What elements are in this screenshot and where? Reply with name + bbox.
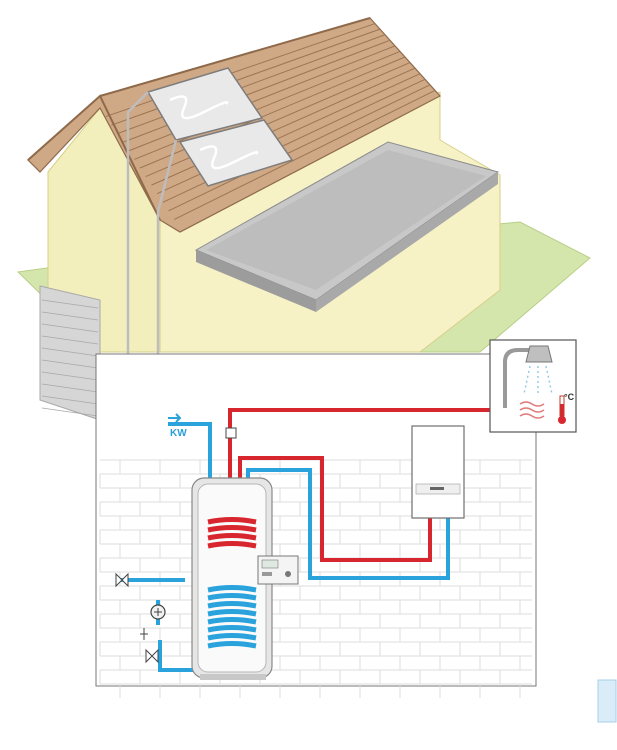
coil-winding xyxy=(207,609,257,617)
coil-winding xyxy=(207,641,257,649)
decorative-line xyxy=(41,299,99,309)
shower-inset: °C xyxy=(489,339,577,433)
decorative-line xyxy=(41,335,99,345)
decorative-line xyxy=(168,84,431,212)
cold-water-inlet: KW xyxy=(168,413,187,439)
valve-icon xyxy=(145,648,159,664)
coil-winding xyxy=(207,593,257,601)
decorative-line xyxy=(105,23,376,118)
coil-winding xyxy=(207,625,257,633)
decorative-line xyxy=(134,50,401,160)
decorative-line xyxy=(41,347,99,357)
house xyxy=(16,17,591,582)
hot-water-coil xyxy=(207,517,257,549)
decorative-line xyxy=(174,89,436,220)
decorative-line xyxy=(41,359,99,369)
cold-water-label: KW xyxy=(170,428,187,439)
coil-winding xyxy=(207,633,257,641)
coil-winding xyxy=(207,601,257,609)
solar-panel-bottom xyxy=(178,119,294,187)
shower-pipe xyxy=(503,348,536,408)
solar-controller xyxy=(257,555,299,585)
gas-boiler xyxy=(411,425,465,519)
coil-winding xyxy=(207,617,257,625)
solar-panel-top xyxy=(146,67,264,141)
mixing-valve-icon xyxy=(225,427,237,439)
thermometer-icon xyxy=(558,395,566,424)
coil-winding xyxy=(207,525,257,533)
expansion-valve-icon xyxy=(140,628,148,640)
coil-winding xyxy=(207,541,257,549)
flat-roof xyxy=(194,141,500,312)
basement-bricks xyxy=(39,285,101,421)
coil-winding xyxy=(207,585,257,593)
valve-icon xyxy=(115,572,129,588)
solar-heat-exchanger-coil xyxy=(207,585,257,649)
decorative-line xyxy=(41,311,99,321)
decorative-line xyxy=(41,371,99,381)
decorative-line xyxy=(41,395,99,405)
decorative-line xyxy=(41,383,99,393)
decorative-line xyxy=(111,28,381,126)
coil-winding xyxy=(207,517,257,525)
solar-collectors xyxy=(146,67,294,187)
coil-winding xyxy=(207,533,257,541)
storage-tank xyxy=(191,477,273,680)
decorative-line xyxy=(41,323,99,333)
decorative-line xyxy=(41,407,99,417)
arrow-right-icon xyxy=(168,413,182,423)
pump-group xyxy=(115,427,237,664)
steam-waves-icon xyxy=(519,401,545,419)
decorative-line xyxy=(116,34,386,135)
shower-head-icon xyxy=(525,345,553,363)
scroll-indicator xyxy=(597,679,617,723)
temperature-unit-label: °C xyxy=(564,392,575,402)
